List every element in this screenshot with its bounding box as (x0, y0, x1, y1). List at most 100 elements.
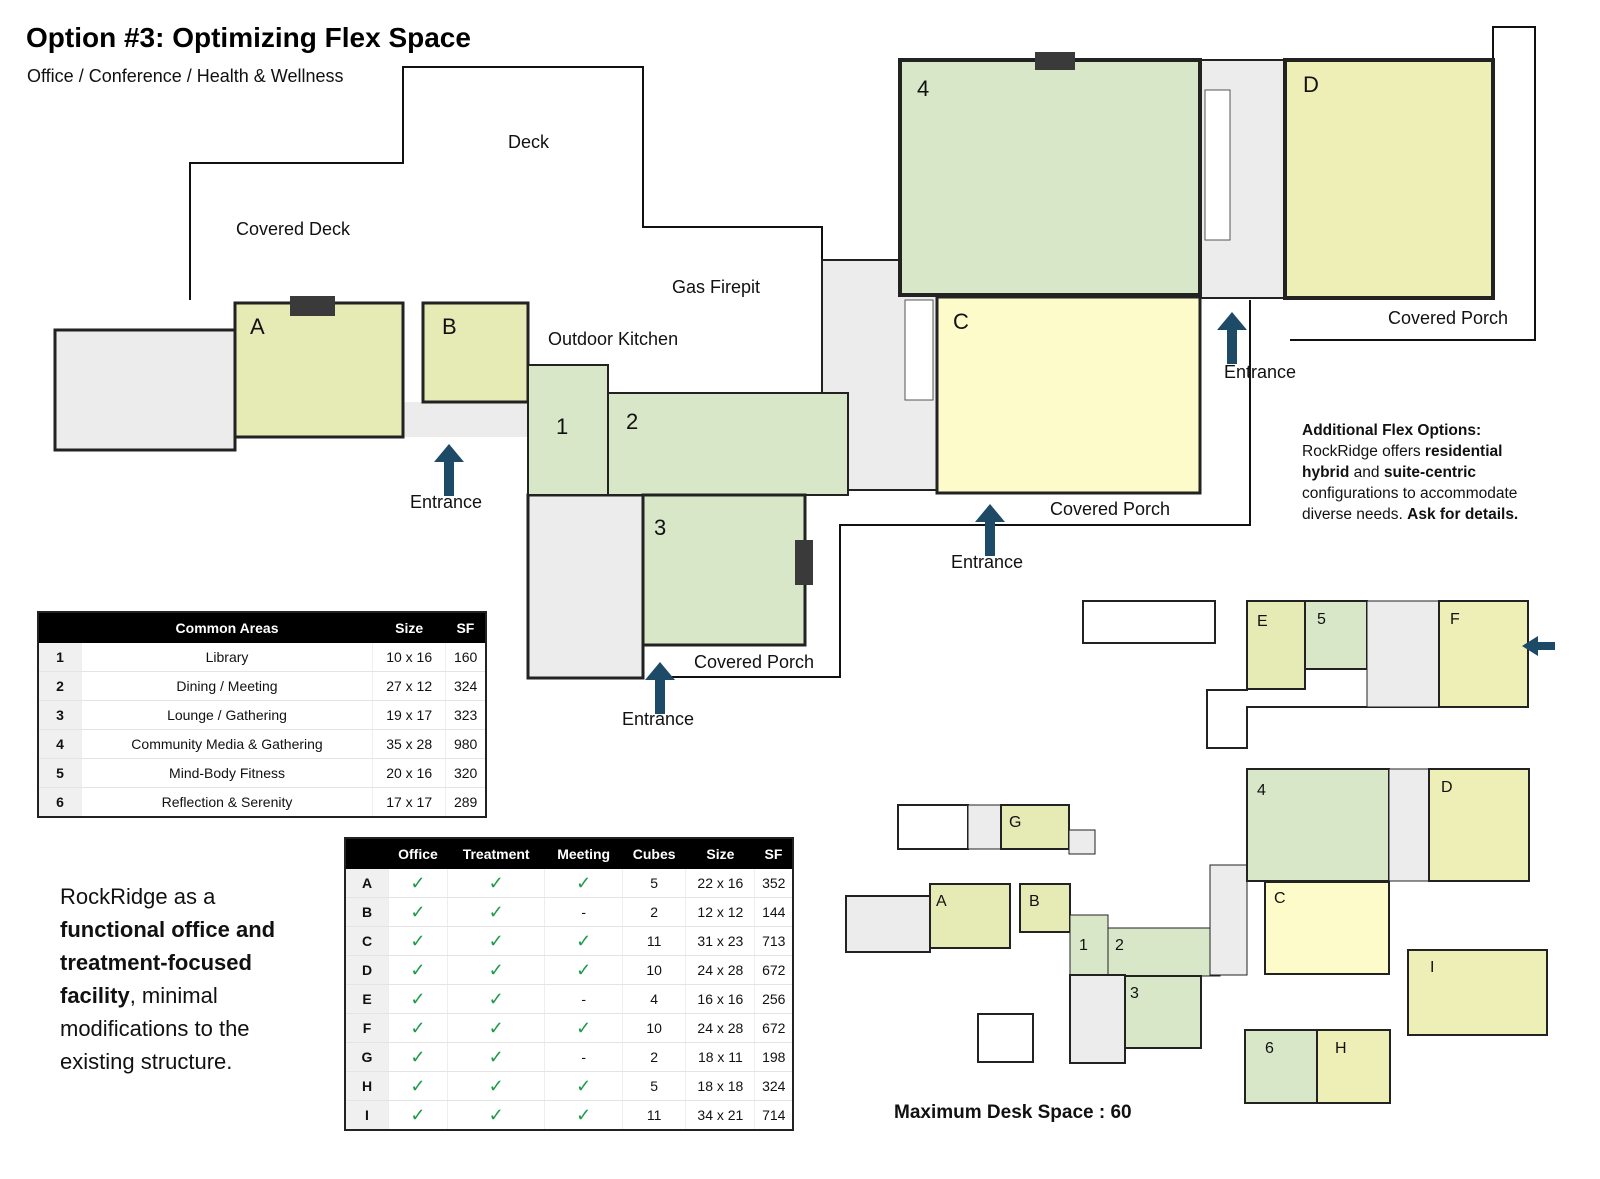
check-icon: ✓ (544, 955, 623, 985)
column-header: Cubes (622, 838, 686, 869)
check-icon: ✓ (446, 1013, 545, 1043)
room-1-label: 1 (556, 414, 568, 439)
table-cell: 18 x 11 (685, 1042, 755, 1072)
stairs-icon (1204, 89, 1231, 241)
room-a (233, 301, 405, 439)
table-cell: 714 (754, 1100, 793, 1131)
check-icon: ✓ (446, 984, 545, 1014)
flex-heading: Additional Flex Options: (1302, 422, 1482, 439)
room-f-label: F (1450, 611, 1460, 628)
table-cell: 3 (37, 700, 82, 730)
table-cell: 11 (621, 926, 686, 956)
check-icon: ✓ (388, 1100, 448, 1131)
room-c (935, 295, 1202, 495)
room-b-label: B (1029, 893, 1040, 910)
check-icon: ✓ (388, 1071, 448, 1101)
room-b (421, 301, 530, 404)
table-cell: 2 (37, 671, 82, 701)
table-cell: 35 x 28 (372, 729, 446, 759)
table-cell: 11 (621, 1100, 686, 1131)
table-cell: H (344, 1071, 389, 1101)
table-cell: F (344, 1013, 389, 1043)
table-cell: 324 (445, 671, 486, 701)
room-6-label: 6 (1265, 1040, 1274, 1057)
check-icon: ✓ (544, 1100, 623, 1131)
column-header: SF (445, 612, 486, 643)
entrance-arrow-icon (434, 444, 464, 496)
kitchen-area (526, 493, 645, 680)
fireplace-icon (290, 296, 335, 316)
table-cell: 672 (754, 955, 793, 985)
table-cell: 10 x 16 (372, 643, 446, 672)
check-icon: ✓ (446, 955, 545, 985)
check-icon: ✓ (544, 869, 623, 898)
table-cell: 256 (754, 984, 793, 1014)
entrance-arrow-icon (975, 504, 1005, 556)
overview-floor-plan: G A B 1 2 3 4 D C I 6 (845, 768, 1548, 1104)
porch-outline-c (648, 300, 1251, 678)
room-1 (527, 364, 609, 496)
column-header: Size (685, 838, 755, 869)
room-i-label: I (1430, 959, 1434, 976)
table-cell: 10 (621, 1013, 686, 1043)
room-h-label: H (1335, 1040, 1347, 1057)
table-cell: 324 (754, 1071, 793, 1101)
table-cell: 12 x 12 (685, 897, 755, 927)
table-cell: 4 (37, 729, 82, 759)
room-2 (607, 392, 849, 496)
table-cell: 6 (37, 787, 82, 818)
table-cell: 31 x 23 (685, 926, 755, 956)
gas-firepit-label: Gas Firepit (672, 277, 760, 297)
room-2-label: 2 (1115, 937, 1124, 954)
covered-porch-label: Covered Porch (694, 652, 814, 672)
table-cell: 352 (754, 869, 793, 898)
deck-outline (189, 66, 823, 300)
table-cell: Dining / Meeting (80, 671, 373, 701)
covered-porch-label: Covered Porch (1050, 499, 1170, 519)
table-cell: Library (80, 643, 373, 672)
flex-bold: residential hybrid (1302, 443, 1503, 481)
flex-text: configurations to accommodate diverse ne… (1302, 485, 1518, 523)
check-icon: ✓ (446, 1042, 545, 1072)
entrance-label: Entrance (622, 709, 694, 729)
table-cell: - (544, 897, 623, 927)
check-icon: ✓ (446, 1071, 545, 1101)
check-icon: ✓ (446, 897, 545, 927)
column-header: Treatment (447, 838, 545, 869)
table-cell: 2 (621, 1042, 686, 1072)
room-4-label: 4 (917, 76, 929, 101)
table-cell: 10 (621, 955, 686, 985)
bath-area (53, 328, 237, 452)
room-a-label: A (250, 314, 265, 339)
table-cell: 22 x 16 (685, 869, 755, 898)
table-cell: 1 (37, 643, 82, 672)
check-icon: ✓ (388, 926, 448, 956)
room-a-label: A (936, 893, 947, 910)
check-icon: ✓ (388, 1013, 448, 1043)
table-cell: Reflection & Serenity (80, 787, 373, 818)
table-cell: C (344, 926, 389, 956)
column-header: Office (388, 838, 448, 869)
room-d-label: D (1441, 779, 1453, 796)
column-header (38, 612, 82, 643)
desc-text: RockRidge as a (60, 884, 216, 909)
check-icon: ✓ (388, 869, 448, 898)
table-cell: 24 x 28 (685, 955, 755, 985)
table-cell: 2 (621, 897, 686, 927)
page-subtitle: Office / Conference / Health & Wellness (27, 66, 344, 86)
table-cell: - (544, 984, 623, 1014)
flex-text: RockRidge offers (1302, 443, 1425, 460)
table-cell: 160 (445, 643, 486, 672)
table-cell: 5 (37, 758, 82, 788)
table-cell: 5 (621, 1071, 686, 1101)
entrance-label: Entrance (951, 552, 1023, 572)
table-cell: 4 (621, 984, 686, 1014)
